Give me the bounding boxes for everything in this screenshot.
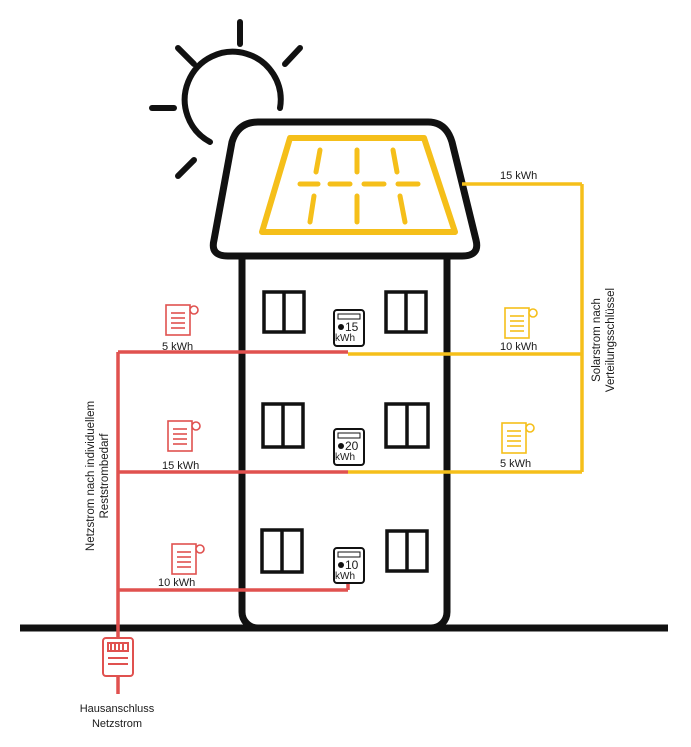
main-meter-icon: [102, 637, 134, 677]
windows: [260, 290, 430, 574]
invoice-icon: [171, 543, 205, 575]
meter-indicator-dot: [338, 443, 344, 449]
invoice-icon: [167, 420, 201, 452]
grid-label-floor-3: 10 kWh: [158, 577, 195, 589]
meter-unit: kWh: [335, 571, 355, 582]
grid-power-lines: [116, 350, 350, 694]
solar-power-lines: [348, 182, 584, 474]
solar-label-floor-2: 5 kWh: [500, 458, 531, 470]
meter-value: 20: [345, 439, 359, 453]
meter-unit: kWh: [335, 452, 355, 463]
meter-value: 15: [345, 320, 359, 334]
solar-label-floor-1: 10 kWh: [500, 341, 537, 353]
meter-indicator-dot: [338, 562, 344, 568]
house-connection-label-line1: Hausanschluss: [80, 703, 155, 715]
meter-value: 10: [345, 558, 359, 572]
invoice-icon: [165, 304, 199, 336]
meter-unit: kWh: [335, 333, 355, 344]
house-connection-label-line2: Netzstrom: [92, 718, 142, 730]
meter-floor-3: 10 kWh: [333, 547, 365, 584]
grid-distribution-label-line1: Netzstrom nach individuellem: [85, 401, 97, 551]
solar-panel-icon: [259, 135, 458, 235]
roof: [209, 118, 481, 260]
invoice-icon: [501, 422, 535, 454]
grid-label-floor-2: 15 kWh: [162, 460, 199, 472]
grid-distribution-label-line2: Reststrombedarf: [99, 433, 111, 519]
sun-icon: [149, 19, 303, 179]
grid-label-floor-1: 5 kWh: [162, 341, 193, 353]
solar-distribution-label-line1: Solarstrom nach: [591, 298, 603, 382]
meter-floor-1: 15 kWh: [333, 309, 365, 347]
solar-distribution-label-line2: Verteilungsschlüssel: [605, 288, 617, 392]
invoice-icon: [504, 307, 538, 339]
meter-indicator-dot: [338, 324, 344, 330]
solar-total-label: 15 kWh: [500, 170, 537, 182]
meter-floor-2: 20 kWh: [333, 428, 365, 466]
